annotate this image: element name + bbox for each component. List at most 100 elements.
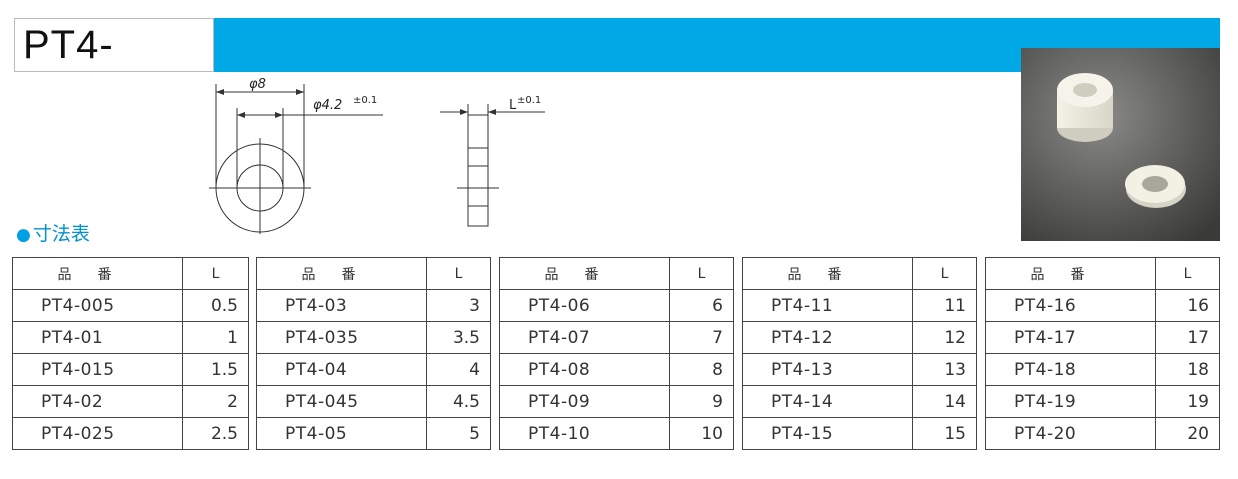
inner-tolerance-label: ±0.1 (353, 95, 377, 106)
length-value: 1 (182, 321, 249, 354)
product-photo (1021, 48, 1220, 241)
length-value: 11 (912, 289, 977, 322)
part-number: PT4-045 (256, 385, 427, 418)
length-value: 2 (182, 385, 249, 418)
length-value: 18 (1155, 353, 1220, 386)
header-part: 品番 (12, 257, 183, 290)
table-header-row: 品番 L (742, 257, 977, 290)
length-value: 4.5 (426, 385, 491, 418)
part-number: PT4-015 (12, 353, 183, 386)
length-value: 3.5 (426, 321, 491, 354)
length-value: 2.5 (182, 417, 249, 450)
part-number: PT4-005 (12, 289, 183, 322)
part-number: PT4-14 (742, 385, 913, 418)
length-tolerance-label: ±0.1 (517, 95, 541, 106)
length-value: 12 (912, 321, 977, 354)
part-number: PT4-18 (985, 353, 1156, 386)
header-length: L (426, 257, 491, 290)
length-value: 19 (1155, 385, 1220, 418)
length-value: 17 (1155, 321, 1220, 354)
part-number: PT4-12 (742, 321, 913, 354)
part-number: PT4-16 (985, 289, 1156, 322)
part-number: PT4-025 (12, 417, 183, 450)
bullet-icon: ● (16, 225, 31, 245)
part-number: PT4-03 (256, 289, 427, 322)
section-heading-label: 寸法表 (32, 223, 90, 245)
length-value: 13 (912, 353, 977, 386)
length-value: 0.5 (182, 289, 249, 322)
part-number: PT4-01 (12, 321, 183, 354)
header-length: L (669, 257, 734, 290)
part-number: PT4-05 (256, 417, 427, 450)
length-value: 15 (912, 417, 977, 450)
length-value: 7 (669, 321, 734, 354)
part-number: PT4-035 (256, 321, 427, 354)
part-number: PT4-06 (499, 289, 670, 322)
table-header-row: 品番 L (256, 257, 491, 290)
length-value: 20 (1155, 417, 1220, 450)
header-part: 品番 (499, 257, 670, 290)
length-label: L (509, 98, 517, 113)
length-value: 5 (426, 417, 491, 450)
part-number: PT4-15 (742, 417, 913, 450)
length-value: 14 (912, 385, 977, 418)
length-value: 3 (426, 289, 491, 322)
part-number: PT4-04 (256, 353, 427, 386)
title-box: PT4- (14, 18, 214, 72)
table-header-row: 品番 L (985, 257, 1220, 290)
header-length: L (182, 257, 249, 290)
part-number: PT4-08 (499, 353, 670, 386)
dimension-drawing: φ8 φ4.2 ±0.1 L ±0.1 (209, 78, 545, 234)
section-heading: ●寸法表 (16, 219, 90, 246)
part-number: PT4-17 (985, 321, 1156, 354)
length-value: 8 (669, 353, 734, 386)
length-value: 1.5 (182, 353, 249, 386)
header-part: 品番 (742, 257, 913, 290)
part-number: PT4-10 (499, 417, 670, 450)
part-number: PT4-20 (985, 417, 1156, 450)
header-part: 品番 (256, 257, 427, 290)
page-title: PT4- (23, 23, 114, 67)
length-value: 9 (669, 385, 734, 418)
part-number: PT4-11 (742, 289, 913, 322)
header-length: L (912, 257, 977, 290)
part-number: PT4-07 (499, 321, 670, 354)
length-value: 16 (1155, 289, 1220, 322)
part-number: PT4-09 (499, 385, 670, 418)
table-header-row: 品番 L (12, 257, 249, 290)
length-value: 6 (669, 289, 734, 322)
outer-diameter-label: φ8 (249, 78, 266, 92)
table-header-row: 品番 L (499, 257, 734, 290)
header-part: 品番 (985, 257, 1156, 290)
header-length: L (1155, 257, 1220, 290)
length-value: 4 (426, 353, 491, 386)
inner-diameter-label: φ4.2 (313, 98, 342, 113)
